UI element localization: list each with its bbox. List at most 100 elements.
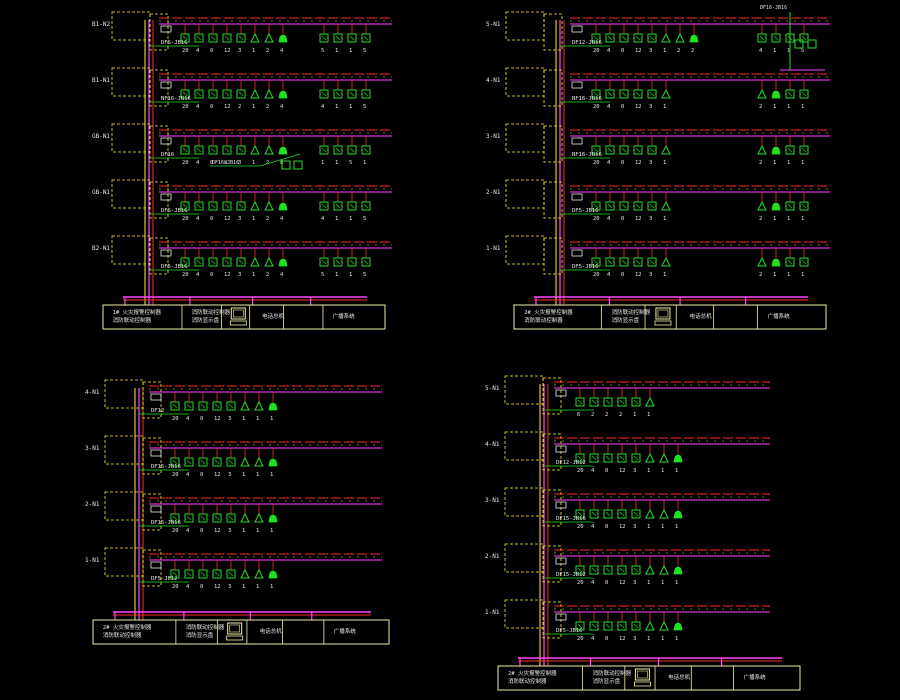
device-count: 4 (591, 580, 595, 586)
device-symbol (603, 621, 613, 631)
device-symbol-glyph (349, 91, 355, 97)
device-symbol (361, 257, 371, 267)
floor-frame (111, 235, 151, 265)
device-symbol (799, 201, 809, 211)
device-symbol-glyph (619, 399, 625, 405)
device-count: 20 (182, 104, 189, 110)
device-count: 1 (256, 584, 259, 590)
floor-tag: 3-N1 (85, 445, 100, 452)
device-symbol-glyph (633, 623, 639, 629)
device-count: 20 (577, 468, 584, 474)
device-count: 1 (252, 216, 255, 222)
device-count: 12 (635, 160, 642, 166)
device-symbol (647, 257, 657, 267)
device-count: 2 (266, 48, 269, 54)
device-symbol-glyph (635, 203, 641, 209)
device-symbol (645, 620, 655, 631)
device-symbol (208, 257, 218, 267)
monitor-base (634, 681, 651, 687)
device-count: 0 (605, 636, 608, 642)
control-strip-label: 1# 火灾报警控制器 (113, 308, 162, 316)
device-symbol (240, 512, 250, 523)
control-strip-label: 广播系统 (744, 673, 767, 681)
device-symbol-glyph (593, 259, 599, 265)
device-symbol-glyph (801, 259, 807, 265)
device-count: 1 (773, 216, 776, 222)
device-count: 12 (635, 216, 642, 222)
branch-subpanel-right: DF16-JB16 (760, 5, 825, 71)
device-symbol (361, 89, 371, 99)
control-strip-label: 广播系统 (334, 627, 357, 635)
device-symbol-glyph (633, 399, 639, 405)
monitor-screen (637, 670, 648, 679)
device-count: 3 (633, 636, 636, 642)
device-symbol (771, 90, 781, 99)
device-count: 1 (773, 48, 776, 54)
device-symbol-glyph (621, 147, 627, 153)
device-symbol-glyph (224, 35, 230, 41)
device-count: 20 (593, 48, 600, 54)
module-box (150, 505, 162, 513)
device-symbol (212, 513, 222, 523)
device-symbol (631, 397, 641, 407)
floor-tag: 3-N1 (486, 133, 501, 140)
device-symbol (633, 145, 643, 155)
device-symbol-glyph (228, 515, 234, 521)
device-symbol (689, 34, 699, 43)
device-symbol (194, 201, 204, 211)
device-symbol (617, 565, 627, 575)
device-count: 20 (593, 104, 600, 110)
device-symbol (250, 32, 260, 43)
device-symbol-glyph (224, 203, 230, 209)
module-box (571, 137, 583, 145)
device-count: 2 (759, 104, 762, 110)
device-count: 1 (801, 160, 804, 166)
device-symbol-glyph (363, 259, 369, 265)
device-symbol-glyph (210, 259, 216, 265)
control-strip-label: 2# 火灾报警控制器 (508, 669, 557, 677)
cable-spec: DF16 (161, 152, 174, 158)
device-symbol (645, 508, 655, 519)
device-symbol (799, 257, 809, 267)
branch-device (807, 39, 817, 49)
device-count: 0 (621, 216, 624, 222)
device-count: 1 (242, 416, 245, 422)
device-symbol (268, 514, 278, 523)
device-symbol (236, 201, 246, 211)
device-symbol-glyph (605, 567, 611, 573)
monitor-icon (655, 307, 671, 320)
floor-tag: GB-N1 (92, 133, 110, 140)
device-count: 3 (633, 524, 636, 530)
device-symbol (264, 256, 274, 267)
cable-spec: DF5-JB16 (572, 264, 599, 270)
device-symbol-glyph (591, 567, 597, 573)
device-count: 1 (661, 468, 664, 474)
device-symbol-glyph (787, 203, 793, 209)
device-count: 12 (635, 272, 642, 278)
device-count: 2 (759, 216, 762, 222)
module-box (571, 193, 583, 201)
control-strip-label: 消防联动控制器 (186, 623, 225, 631)
floor-tag: 5-N1 (486, 21, 501, 28)
device-symbol (785, 89, 795, 99)
device-count: 1 (633, 412, 636, 418)
module-box (555, 613, 567, 621)
device-symbol-glyph (607, 35, 613, 41)
device-count: 5 (349, 160, 352, 166)
device-symbol-glyph (182, 147, 188, 153)
device-symbol (771, 202, 781, 211)
device-count: 20 (593, 216, 600, 222)
device-symbol (333, 201, 343, 211)
device-symbol-glyph (200, 403, 206, 409)
monitor-screen (233, 309, 244, 318)
device-count: 0 (210, 104, 213, 110)
device-symbol-glyph (591, 511, 597, 517)
device-symbol-glyph (214, 571, 220, 577)
device-symbol (361, 145, 371, 155)
device-symbol (605, 145, 615, 155)
device-symbol (361, 33, 371, 43)
device-symbol-glyph (607, 203, 613, 209)
